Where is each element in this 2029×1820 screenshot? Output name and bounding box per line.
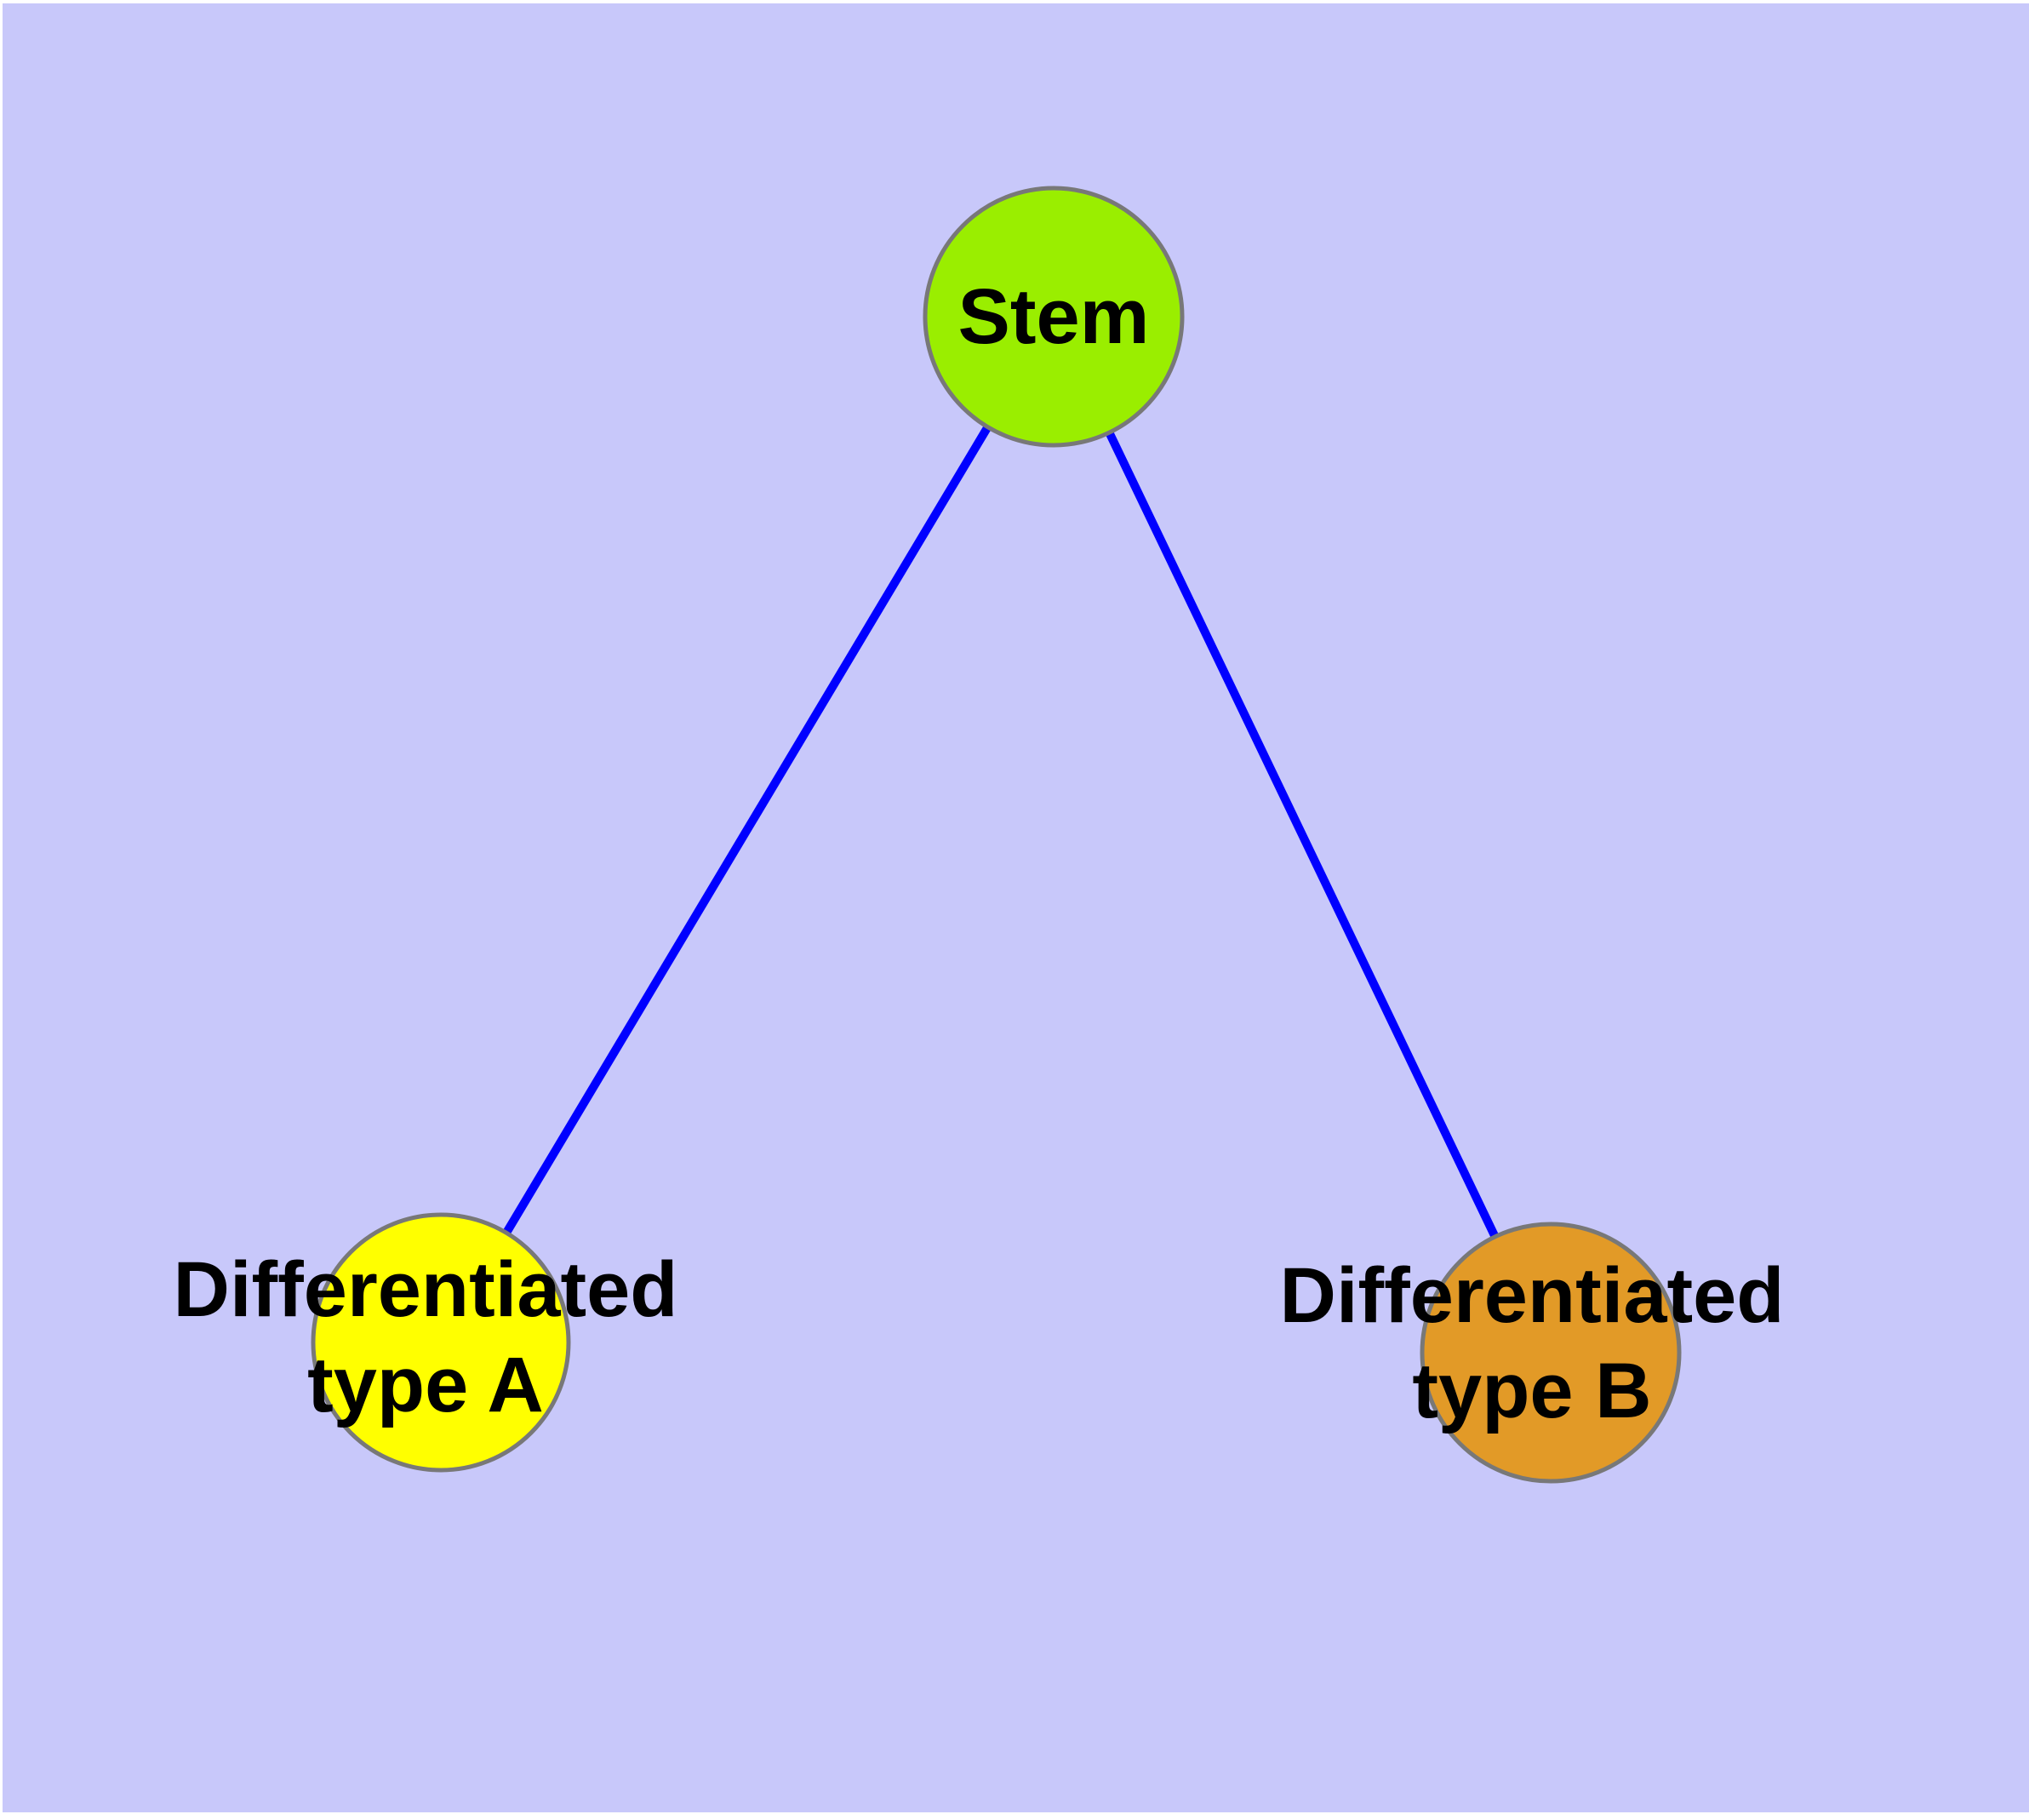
edge-stem-to-type-a bbox=[437, 314, 1058, 1345]
node-type-a-label-line1: Differentiated bbox=[174, 1246, 678, 1333]
node-stem-label: Stem bbox=[958, 273, 1150, 360]
node-type-a-label-line2: type A bbox=[307, 1342, 544, 1428]
node-type-b-label-line1: Differentiated bbox=[1280, 1252, 1785, 1339]
edge-stem-to-type-b bbox=[1049, 314, 1555, 1355]
node-type-b-label-line2: type B bbox=[1412, 1348, 1651, 1434]
node-stem-circle bbox=[923, 186, 1185, 448]
node-type-a-circle bbox=[311, 1212, 571, 1473]
node-type-b-circle bbox=[1420, 1222, 1682, 1484]
